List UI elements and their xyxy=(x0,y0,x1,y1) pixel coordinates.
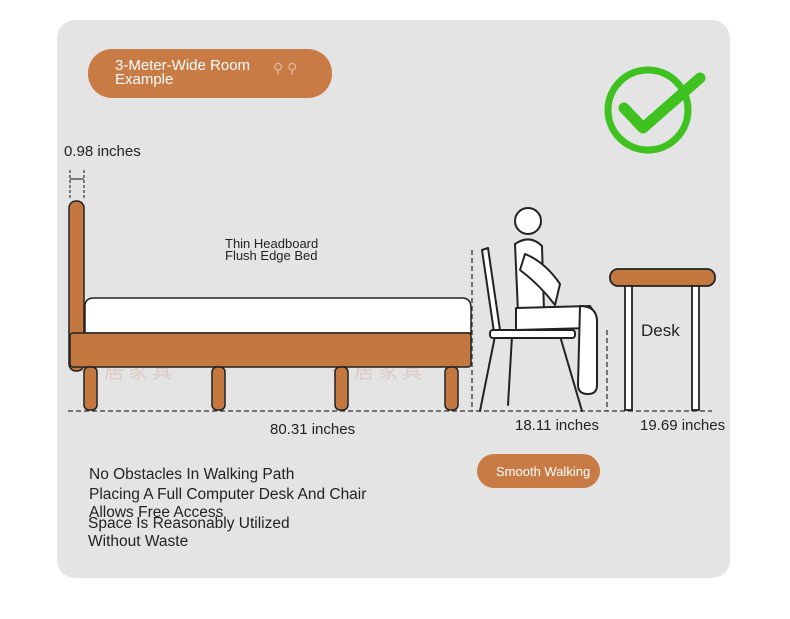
bed-frame xyxy=(69,332,472,368)
desk-leg xyxy=(624,285,633,411)
person-shin xyxy=(577,305,598,395)
benefit-line-5: Without Waste xyxy=(88,533,189,550)
bed-leg xyxy=(83,366,98,411)
desk-leg xyxy=(691,285,700,411)
bed-feature-line-1: Thin Headboard xyxy=(225,236,319,251)
person-arm xyxy=(519,253,561,306)
chair-backrest xyxy=(481,247,501,333)
seated-person-with-chair xyxy=(479,207,598,412)
desk-label: Desk xyxy=(641,321,680,340)
chair-seat xyxy=(489,329,576,339)
bed-mattress xyxy=(84,297,472,334)
benefit-line-4: Space Is Reasonably Utilized xyxy=(88,515,290,532)
chair-leg xyxy=(479,335,496,412)
smooth-walking-label: Smooth Walking xyxy=(496,464,591,479)
bed-feature-text: Thin Headboard Flush Edge Bed xyxy=(225,236,319,263)
bed xyxy=(68,200,472,411)
green-check-circle-icon xyxy=(604,66,706,154)
desk-depth-label: 19.69 inches xyxy=(640,417,726,434)
title-badge: 3-Meter-Wide Room Example xyxy=(88,49,332,98)
bed-length-label: 80.31 inches xyxy=(270,421,356,438)
bed-leg xyxy=(211,366,226,411)
desk-top xyxy=(609,268,716,287)
title-text: 3-Meter-Wide Room Example xyxy=(115,57,275,88)
title-line-2: Example xyxy=(115,71,174,88)
desk xyxy=(609,268,716,411)
bed-leg xyxy=(334,366,349,411)
bed-headboard xyxy=(68,200,85,372)
headboard-thickness-label: 0.98 inches xyxy=(64,143,141,160)
dimension-lines xyxy=(68,250,712,412)
smooth-walking-badge: Smooth Walking xyxy=(477,454,600,488)
benefit-line-2: Placing A Full Computer Desk And Chair xyxy=(89,486,367,503)
headboard-dimension-marker xyxy=(69,170,85,200)
bed-leg xyxy=(444,366,459,411)
hanger-icon: ⚲ ⚲ xyxy=(273,60,298,76)
chair-leg xyxy=(507,335,513,406)
benefit-line-1: No Obstacles In Walking Path xyxy=(89,466,295,483)
title-line-1: 3-Meter-Wide Room xyxy=(115,57,251,74)
benefit-line-3: Allows Free Access xyxy=(89,504,224,521)
person-head xyxy=(514,207,542,235)
chair-depth-label: 18.11 inches xyxy=(515,417,599,434)
chair-leg xyxy=(559,335,583,412)
bed-feature-line-2: Flush Edge Bed xyxy=(225,248,318,263)
